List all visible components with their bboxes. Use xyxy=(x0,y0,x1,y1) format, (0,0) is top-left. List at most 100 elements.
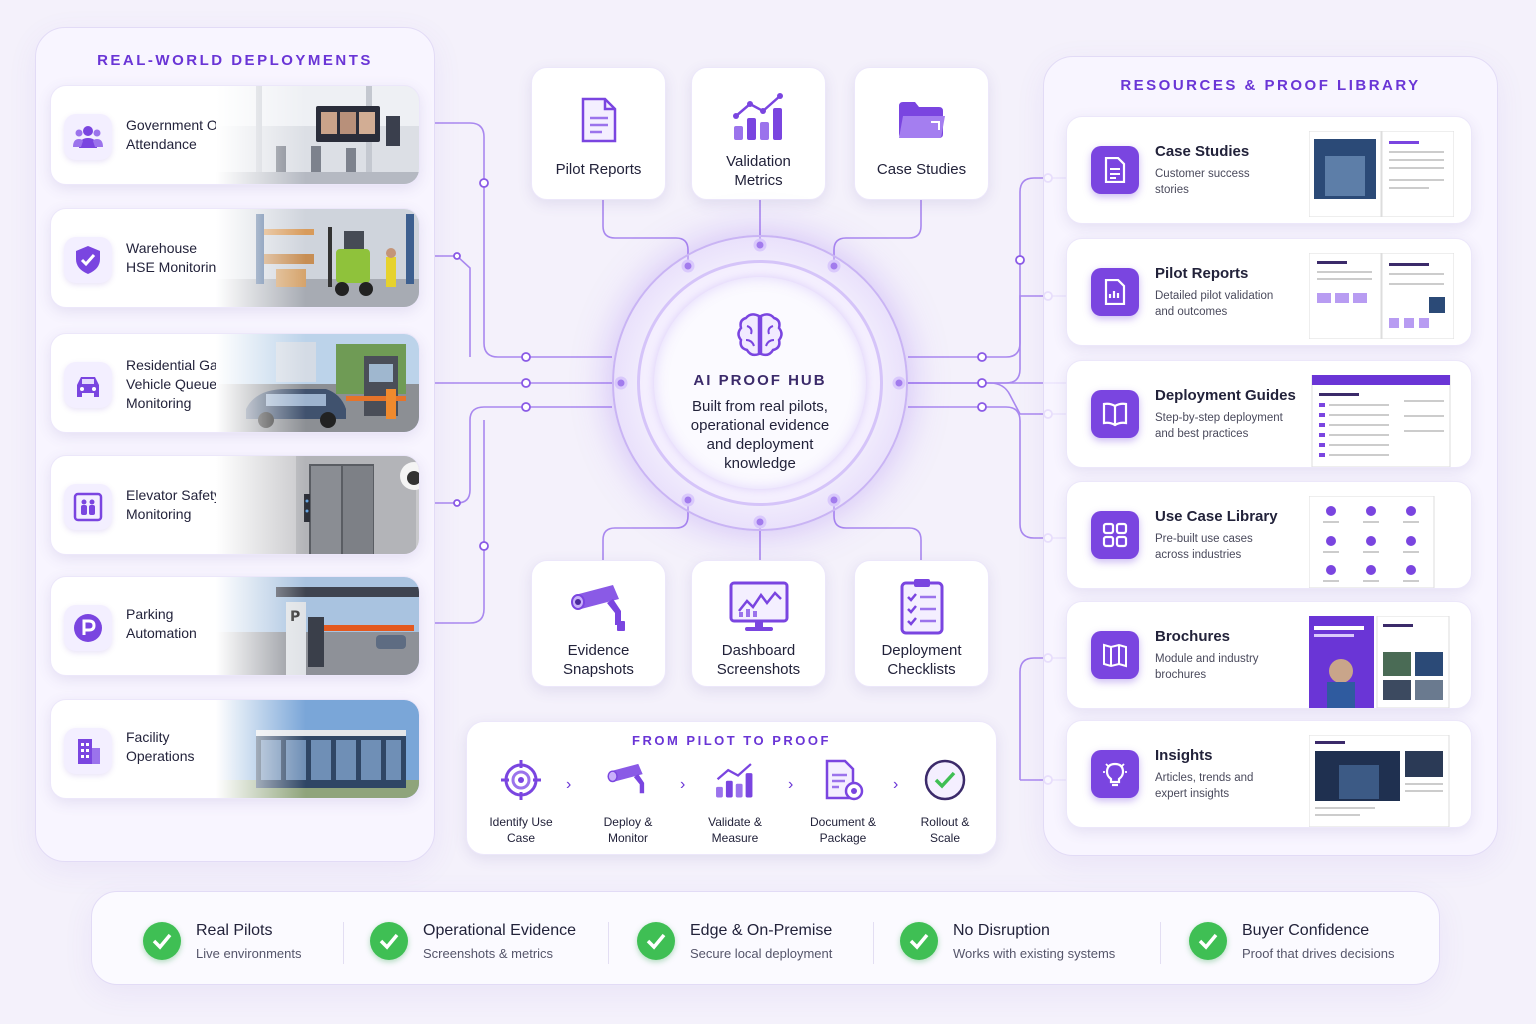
benefit-subtitle: Screenshots & metrics xyxy=(423,946,554,961)
evidence-card-dashboard-screenshots[interactable]: Dashboard Screenshots xyxy=(691,560,826,687)
resource-title: Insights xyxy=(1155,747,1213,764)
parking-icon xyxy=(64,605,112,651)
brain-icon xyxy=(735,310,785,365)
evidence-card-validation-metrics[interactable]: Validation Metrics xyxy=(691,67,826,200)
case-study-thumbnail xyxy=(1308,130,1455,218)
resources-title: RESOURCES & PROOF LIBRARY xyxy=(1120,77,1421,94)
pilot-report-thumbnail xyxy=(1308,252,1455,340)
brochure-thumbnail xyxy=(1309,615,1454,708)
check-icon xyxy=(143,922,181,960)
resource-title: Deployment Guides xyxy=(1155,387,1296,404)
insights-thumbnail xyxy=(1308,734,1454,827)
resource-description: Articles, trends and expert insights xyxy=(1155,772,1254,800)
benefit-subtitle: Works with existing systems xyxy=(953,946,1116,961)
facility-photo xyxy=(216,700,419,798)
benefit-title: Real Pilots xyxy=(196,922,273,939)
evidence-card-deployment-checklists[interactable]: Deployment Checklists xyxy=(854,560,989,687)
deployment-label: Facility Operations xyxy=(126,729,195,764)
target-icon xyxy=(501,760,541,800)
report-icon xyxy=(1091,268,1139,316)
building-icon xyxy=(64,728,112,774)
document-icon xyxy=(532,96,665,149)
resource-card-deployment-guides[interactable]: Deployment Guides Step-by-step deploymen… xyxy=(1066,360,1472,468)
step-label: Validate & Measure xyxy=(708,815,762,845)
chevron-right-icon: › xyxy=(893,776,899,793)
pipeline-title: FROM PILOT TO PROOF xyxy=(632,733,831,748)
brochure-icon xyxy=(1091,631,1139,679)
pipeline-step-deploy[interactable]: Deploy & Monitor xyxy=(578,758,678,845)
evidence-label: Deployment Checklists xyxy=(881,642,962,678)
pipeline-step-document[interactable]: Document & Package xyxy=(793,758,893,845)
evidence-card-case-studies[interactable]: Case Studies xyxy=(854,67,989,200)
resource-description: Step-by-step deployment and best practic… xyxy=(1155,412,1283,440)
benefit-title: Operational Evidence xyxy=(423,922,576,939)
resource-description: Pre-built use cases across industries xyxy=(1155,533,1253,561)
evidence-label: Validation Metrics xyxy=(726,153,791,189)
resource-card-case-studies[interactable]: Case Studies Customer success stories xyxy=(1066,116,1472,224)
benefit-subtitle: Proof that drives decisions xyxy=(1242,946,1395,961)
cctv-camera-icon xyxy=(607,763,645,794)
deployment-label: Warehouse HSE Monitoring xyxy=(126,240,225,275)
resource-description: Module and industry brochures xyxy=(1155,653,1259,681)
pipeline-step-validate[interactable]: Validate & Measure xyxy=(685,758,785,845)
benefit-subtitle: Secure local deployment xyxy=(690,946,833,961)
deployment-card-parking[interactable]: Parking Automation P xyxy=(50,576,420,676)
evidence-label: Dashboard Screenshots xyxy=(716,642,801,678)
step-label: Deploy & Monitor xyxy=(603,815,653,845)
cctv-camera-icon xyxy=(532,581,665,638)
step-label: Document & Package xyxy=(809,815,877,845)
chevron-right-icon: › xyxy=(566,776,572,793)
deployment-guide-thumbnail xyxy=(1309,374,1454,467)
check-icon xyxy=(370,922,408,960)
bar-chart-icon xyxy=(692,92,825,147)
shield-check-icon xyxy=(64,237,112,283)
evidence-card-pilot-reports[interactable]: Pilot Reports xyxy=(531,67,666,200)
resource-card-pilot-reports[interactable]: Pilot Reports Detailed pilot validation … xyxy=(1066,238,1472,346)
deployments-title: REAL-WORLD DEPLOYMENTS xyxy=(97,52,373,69)
resource-card-use-case-library[interactable]: Use Case Library Pre-built use cases acr… xyxy=(1066,481,1472,589)
parking-photo: P xyxy=(216,577,419,675)
resource-card-insights[interactable]: Insights Articles, trends and expert ins… xyxy=(1066,720,1472,828)
divider xyxy=(873,922,874,964)
resource-title: Brochures xyxy=(1155,628,1231,645)
use-case-grid-thumbnail xyxy=(1308,495,1454,588)
evidence-label: Evidence Snapshots xyxy=(563,642,634,678)
divider xyxy=(343,922,344,964)
divider xyxy=(1160,922,1161,964)
deployment-label: Parking Automation xyxy=(126,606,197,641)
ai-proof-hub[interactable] xyxy=(654,277,866,489)
pipeline-step-rollout[interactable]: Rollout & Scale xyxy=(895,758,995,845)
chevron-right-icon: › xyxy=(680,776,686,793)
document-icon xyxy=(1091,146,1139,194)
check-icon xyxy=(637,922,675,960)
deployment-card-facility[interactable]: Facility Operations xyxy=(50,699,420,799)
checklist-icon xyxy=(855,577,988,640)
deployment-card-elevator[interactable]: Elevator Safety Monitoring xyxy=(50,455,420,555)
deployment-card-government-office[interactable]: Government Office Attendance xyxy=(50,85,420,185)
monitor-chart-icon xyxy=(692,581,825,638)
book-icon xyxy=(1091,390,1139,438)
hub-title: AI PROOF HUB xyxy=(693,372,827,389)
step-label: Identify Use Case xyxy=(489,815,553,845)
pipeline-step-identify[interactable]: Identify Use Case xyxy=(471,758,571,845)
deployment-label: Residential Gate Vehicle Queue Monitorin… xyxy=(126,357,230,411)
deployment-card-warehouse[interactable]: Warehouse HSE Monitoring xyxy=(50,208,420,308)
document-gear-icon xyxy=(825,759,864,801)
resource-title: Case Studies xyxy=(1155,143,1250,160)
step-label: Rollout & Scale xyxy=(920,815,970,845)
grid-icon xyxy=(1091,511,1139,559)
evidence-label: Case Studies xyxy=(876,161,967,178)
benefit-subtitle: Live environments xyxy=(196,946,302,961)
car-icon xyxy=(64,362,112,408)
evidence-label: Pilot Reports xyxy=(555,161,642,178)
deployment-card-residential-gate[interactable]: Residential Gate Vehicle Queue Monitorin… xyxy=(50,333,420,433)
resource-title: Pilot Reports xyxy=(1155,265,1249,282)
lightbulb-icon xyxy=(1091,750,1139,798)
office-photo xyxy=(216,86,419,184)
evidence-card-evidence-snapshots[interactable]: Evidence Snapshots xyxy=(531,560,666,687)
benefit-title: Buyer Confidence xyxy=(1242,922,1370,939)
deployment-label: Elevator Safety Monitoring xyxy=(126,487,221,522)
resource-description: Customer success stories xyxy=(1155,168,1250,196)
resource-card-brochures[interactable]: Brochures Module and industry brochures xyxy=(1066,601,1472,709)
benefit-title: No Disruption xyxy=(953,922,1050,939)
